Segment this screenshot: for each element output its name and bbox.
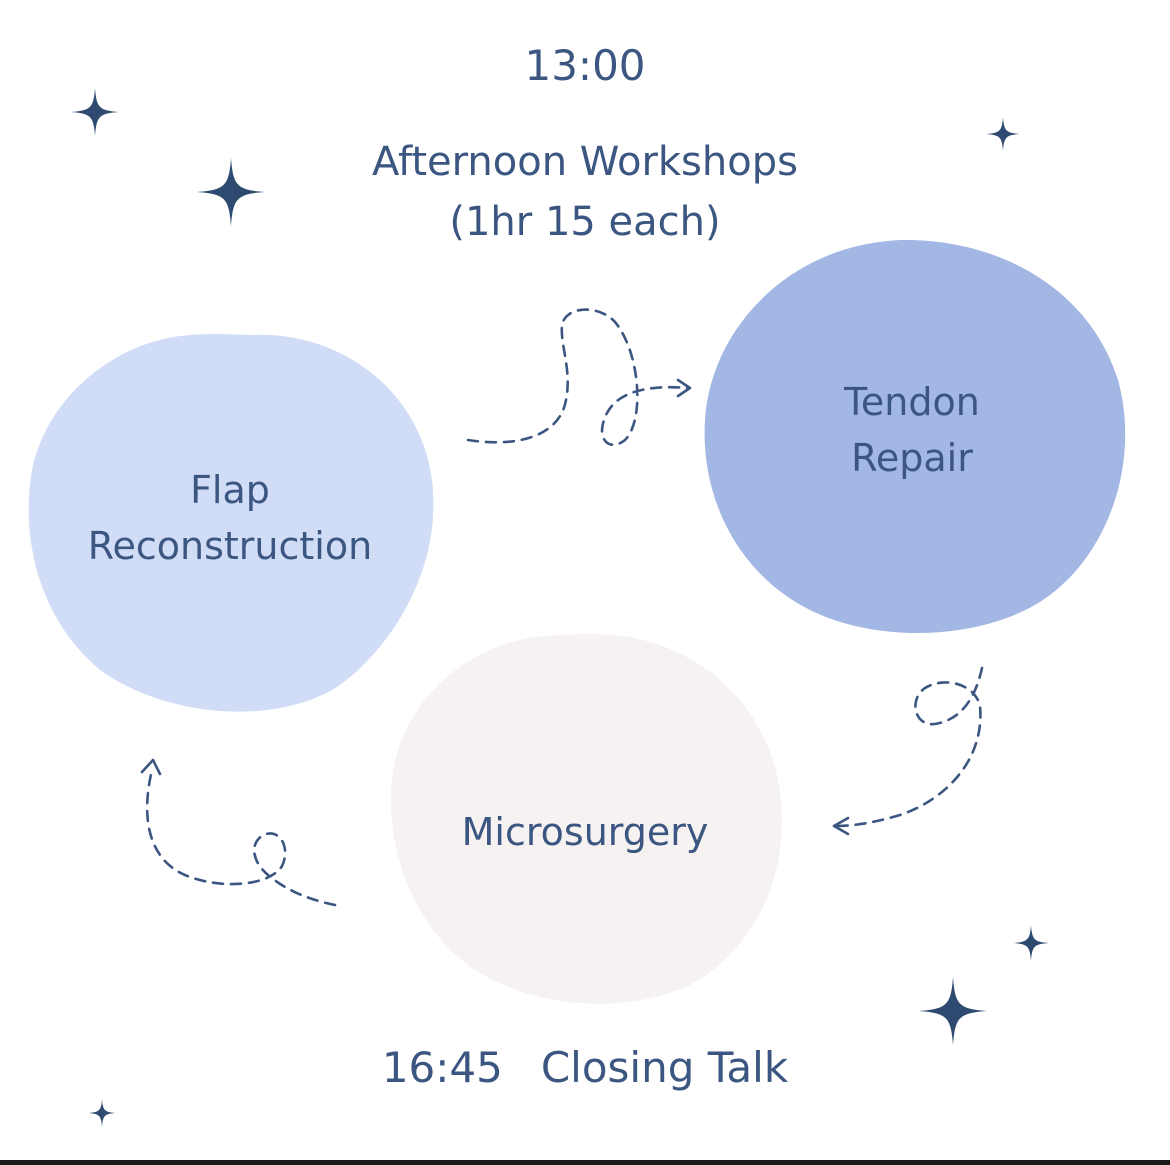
blob-flap-reconstruction: [28, 334, 434, 712]
sparkle-icon: [88, 1099, 116, 1127]
end-time: 16:45: [381, 1043, 503, 1092]
workshop-name-line-1: Flap: [190, 468, 270, 512]
workshop-name-line-1: Tendon: [844, 380, 980, 424]
blob-microsurgery: [391, 633, 782, 1004]
sparkle-icon: [1013, 925, 1049, 961]
page-title: Afternoon Workshops (1hr 15 each): [0, 132, 1170, 252]
workshop-name-line-2: Reconstruction: [87, 524, 373, 568]
dashed-loop-arrow-icon: [145, 768, 337, 907]
workshop-label-tendon-repair: Tendon Repair: [712, 374, 1112, 486]
dashed-loop-arrow-icon: [466, 308, 690, 447]
title-line-2: (1hr 15 each): [449, 199, 721, 245]
workshop-name-line-2: Repair: [851, 436, 973, 480]
workshop-label-flap-reconstruction: Flap Reconstruction: [30, 462, 430, 574]
closing-label: Closing Talk: [540, 1043, 789, 1092]
arrow-heads: [140, 378, 850, 836]
arrowhead-icon: [832, 816, 850, 836]
sparkle-icon: [71, 88, 119, 136]
blob-tendon-repair: [704, 239, 1126, 633]
bottom-border: [0, 1160, 1170, 1165]
arrowhead-icon: [140, 758, 162, 776]
dashed-loop-arrow-icon: [834, 666, 984, 828]
sparkle-icon: [919, 977, 987, 1045]
workshop-label-microsurgery: Microsurgery: [385, 804, 785, 860]
start-time: 13:00: [524, 41, 646, 90]
closing-line: 16:45 Closing Talk: [0, 1040, 1170, 1096]
workshop-name-line-1: Microsurgery: [461, 810, 709, 854]
arrowhead-icon: [676, 378, 692, 398]
flow-arrows: [145, 308, 984, 907]
title-line-1: Afternoon Workshops: [372, 139, 798, 185]
